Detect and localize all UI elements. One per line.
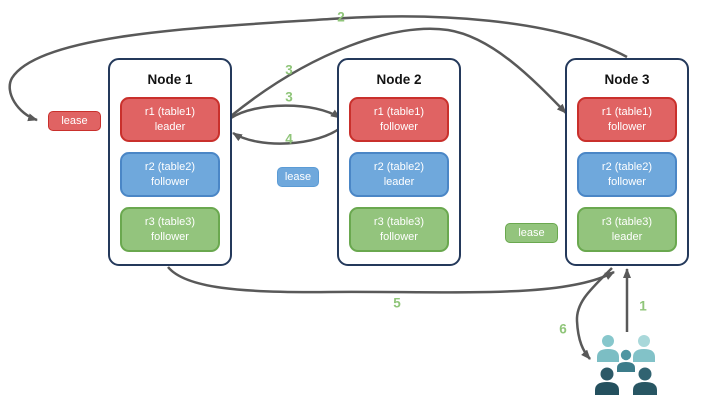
- step-label-6: 6: [559, 321, 567, 337]
- node-2-replica-r2: r2 (table2) leader: [349, 152, 449, 197]
- replica-label: r1 (table1): [601, 106, 653, 119]
- replica-label: r2 (table2): [601, 161, 653, 174]
- replica-label: r2 (table2): [373, 161, 425, 174]
- arrow-step-5: [167, 266, 615, 294]
- replica-role: follower: [608, 175, 646, 188]
- step-label-5: 5: [393, 295, 401, 311]
- node-1: Node 1 r1 (table1) leader r2 (table2) fo…: [108, 58, 232, 266]
- node-1-replica-r3: r3 (table3) follower: [120, 207, 220, 252]
- replica-label: r3 (table3): [373, 216, 425, 229]
- arrow-step-3-long: [230, 27, 567, 117]
- node-2-replica-r3: r3 (table3) follower: [349, 207, 449, 252]
- node-2-title: Node 2: [376, 72, 422, 87]
- step-label-3-short: 3: [285, 89, 293, 105]
- replica-label: r2 (table2): [144, 161, 196, 174]
- step-label-2: 2: [337, 9, 345, 25]
- replica-label: r3 (table3): [144, 216, 196, 229]
- lease-badge-r3: lease: [505, 223, 558, 243]
- lease-badge-r2: lease: [277, 167, 319, 187]
- step-label-4: 4: [285, 131, 293, 147]
- replica-role: follower: [608, 120, 646, 133]
- replica-label: r1 (table1): [373, 106, 425, 119]
- users-icon: [595, 335, 657, 395]
- arrow-step-4: [232, 125, 344, 145]
- node-1-replica-r2: r2 (table2) follower: [120, 152, 220, 197]
- node-2-replica-r1: r1 (table1) follower: [349, 97, 449, 142]
- arrow-step-6: [575, 267, 613, 360]
- node-1-replica-r1: r1 (table1) leader: [120, 97, 220, 142]
- node-3-title: Node 3: [604, 72, 650, 87]
- replica-role: follower: [380, 120, 418, 133]
- node-3: Node 3 r1 (table1) follower r2 (table2) …: [565, 58, 689, 266]
- node-3-replica-r2: r2 (table2) follower: [577, 152, 677, 197]
- replica-label: r1 (table1): [144, 106, 196, 119]
- replica-role: follower: [380, 230, 418, 243]
- lease-badge-r1: lease: [48, 111, 101, 131]
- arrow-step-3-short: [230, 104, 341, 120]
- step-label-3-long: 3: [285, 62, 293, 78]
- replica-role: leader: [383, 175, 415, 188]
- arrow-step-2: [8, 15, 628, 122]
- step-label-1: 1: [639, 298, 647, 314]
- replica-role: leader: [154, 120, 186, 133]
- node-3-replica-r1: r1 (table1) follower: [577, 97, 677, 142]
- replica-role: follower: [151, 230, 189, 243]
- node-1-title: Node 1: [147, 72, 193, 87]
- replica-role: follower: [151, 175, 189, 188]
- replica-role: leader: [611, 230, 643, 243]
- node-2: Node 2 r1 (table1) follower r2 (table2) …: [337, 58, 461, 266]
- node-3-replica-r3: r3 (table3) leader: [577, 207, 677, 252]
- replica-label: r3 (table3): [601, 216, 653, 229]
